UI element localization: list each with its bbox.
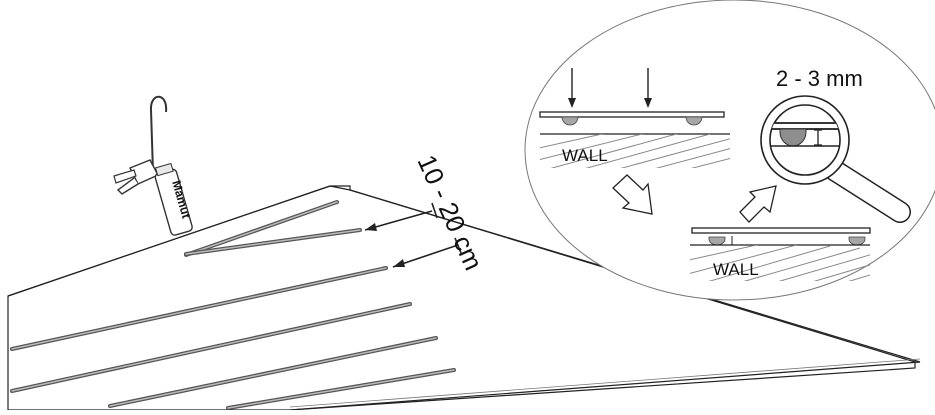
panel-section	[539, 111, 725, 118]
adhesive-dot	[561, 116, 579, 126]
gun-handle	[113, 169, 137, 184]
panel-section	[691, 227, 871, 234]
panel-front-thickness	[289, 358, 921, 408]
press-arrowhead	[644, 98, 652, 108]
caulking-gun: Mamut	[113, 95, 193, 236]
adhesive-strip-highlight	[11, 267, 387, 350]
wall-label-top: WALL	[562, 146, 608, 165]
dimension-arrowhead	[393, 259, 405, 267]
adhesive-strip-highlight	[227, 369, 455, 409]
gun-hook-rod	[149, 95, 168, 173]
dimension-tick	[431, 202, 438, 219]
magnifier	[760, 95, 911, 223]
wall-hatch	[540, 134, 730, 168]
adhesive-strips	[10, 200, 456, 410]
magnifier-handle	[824, 160, 910, 222]
adhesive-strip-highlight	[109, 337, 437, 407]
detail-ellipse	[524, 0, 935, 301]
magnified-panel	[770, 122, 840, 130]
adhesive-strip-highlight	[11, 303, 411, 392]
gap-label: 2 - 3 mm	[776, 66, 863, 91]
wall-hatch	[690, 245, 870, 281]
panel-corner-edge	[329, 185, 351, 191]
panel-top-edge	[7, 185, 331, 297]
magnified-gap-detail	[770, 122, 840, 147]
adhesive-strip-highlight	[185, 201, 338, 256]
magnifier-lens	[769, 104, 841, 176]
dimension-arrow-line	[364, 210, 433, 231]
arrow-up-right	[739, 185, 777, 223]
panel-installed-state: WALL	[690, 227, 871, 281]
press-arrowhead	[568, 98, 576, 108]
gun-trigger	[116, 177, 139, 195]
panel-pressing-state: WALL	[539, 68, 730, 168]
dimension-arrowhead	[365, 223, 377, 231]
arrow-down-right	[612, 174, 653, 215]
adhesive-cartridge: Mamut	[154, 162, 193, 236]
dimension-tick	[454, 237, 462, 254]
adhesive-dot	[685, 116, 703, 126]
detail-callout: WALL WALL	[524, 0, 935, 301]
cartridge-cap	[154, 162, 174, 177]
adhesive-strip-highlight	[185, 229, 361, 255]
wall-label-bottom: WALL	[713, 260, 759, 279]
process-arrows	[612, 174, 777, 223]
panel-front-edge	[289, 361, 921, 411]
